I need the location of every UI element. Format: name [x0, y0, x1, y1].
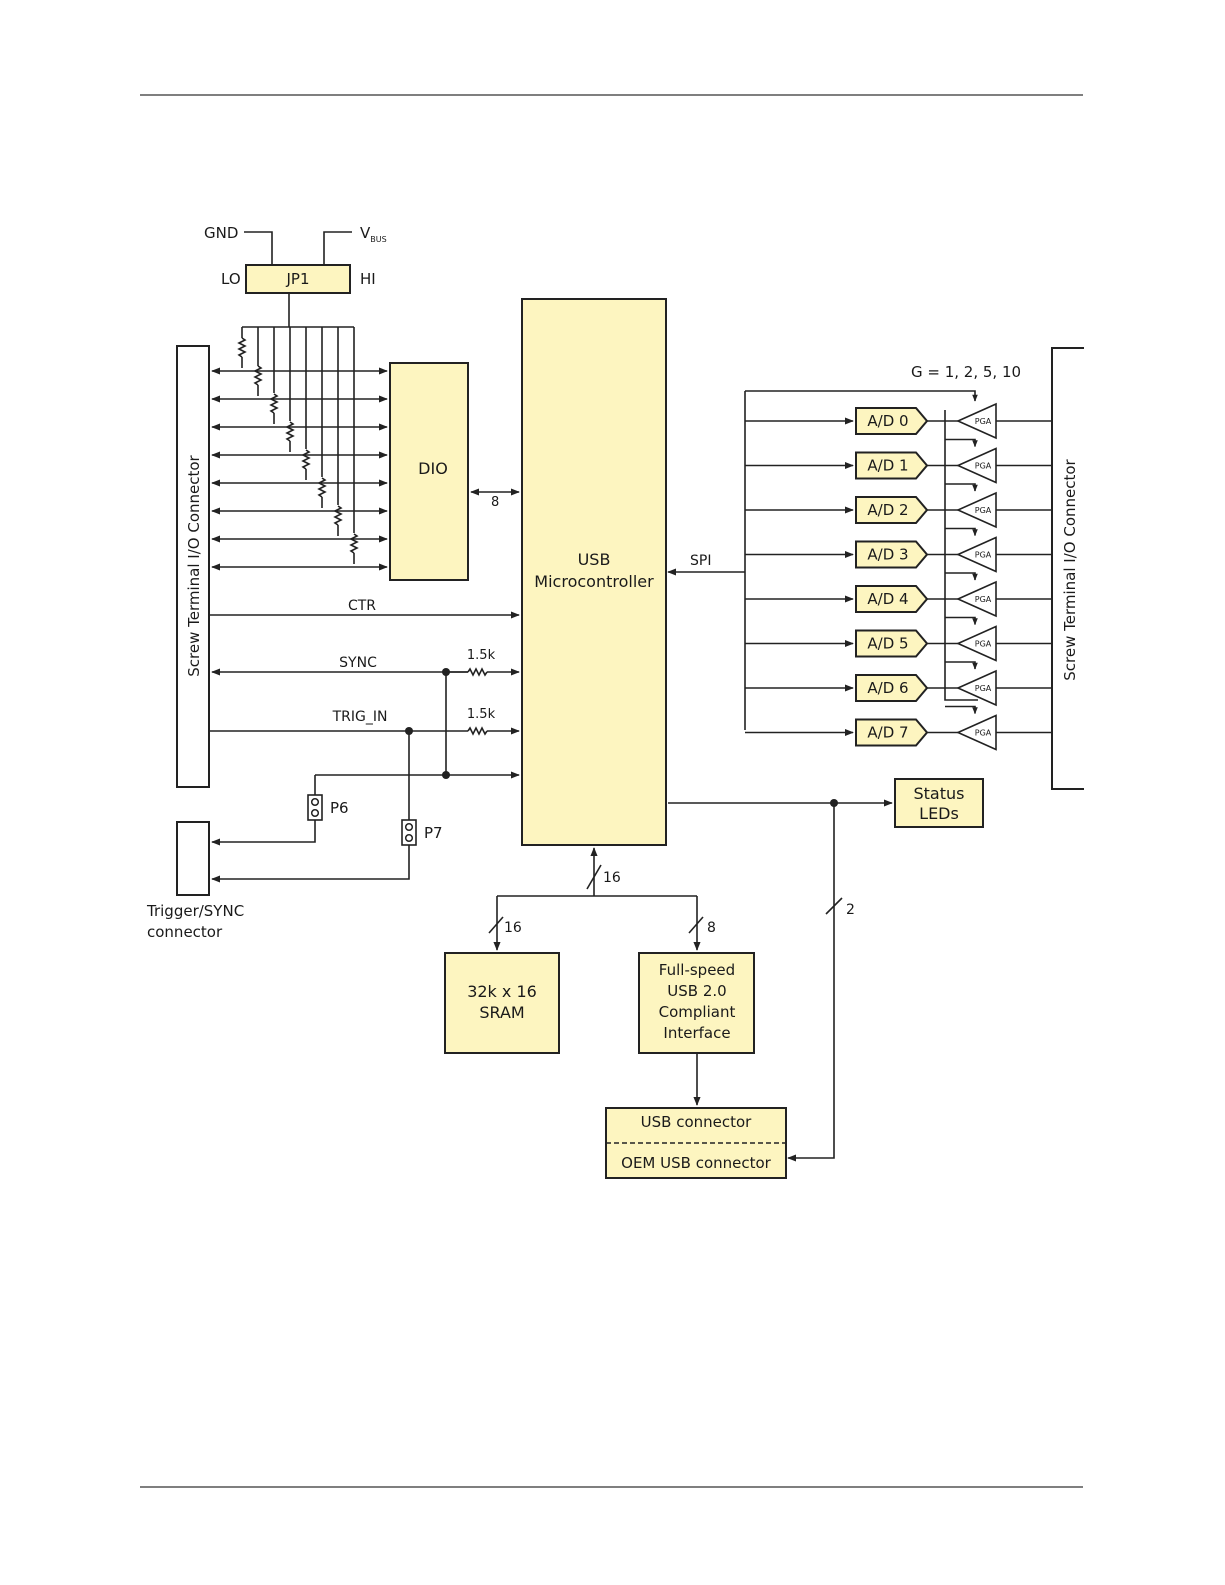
adc-channel: A/D 1 PGA — [745, 438, 1052, 484]
p7-jumper — [401, 819, 417, 846]
jp1-label: JP1 — [285, 270, 309, 288]
adc-block — [855, 496, 929, 524]
spi-label: SPI — [690, 553, 711, 569]
usb-interface-block — [638, 952, 755, 1054]
ctr-label: CTR — [348, 598, 376, 614]
usb-connector-label: USB connector — [641, 1113, 753, 1131]
lo-label: LO — [221, 270, 241, 288]
vbus-label: VBUS — [360, 224, 387, 244]
pga-label: PGA — [975, 684, 992, 693]
led-bus-width: 2 — [846, 902, 855, 918]
pullup-resistor — [237, 337, 247, 358]
sync-label: SYNC — [339, 655, 377, 671]
adc-channel: A/D 7 PGA — [745, 705, 1052, 751]
pullup-resistor — [333, 505, 343, 526]
p6-jumper — [307, 794, 323, 821]
adc-channel: A/D 5 PGA — [745, 616, 1052, 662]
dio-block — [389, 362, 469, 581]
adc-block — [855, 674, 929, 702]
trig-resistor — [467, 726, 488, 736]
adc-label: A/D 2 — [867, 501, 908, 519]
status-leds — [894, 778, 984, 828]
gain-label: G = 1, 2, 5, 10 — [911, 363, 1021, 381]
adc-channel: A/D 6 PGA — [745, 661, 1052, 707]
adc-channels: A/D 0 PGA A/D 1 PGA A/D 2 PGA A/D 3 PGA A/D 4 PGA… — [745, 402, 1052, 751]
jp1-box — [245, 264, 351, 294]
adc-label: A/D 1 — [867, 457, 908, 475]
usb-bus-width: 8 — [707, 920, 716, 936]
sram-bus-width: 16 — [504, 920, 522, 936]
adc-channel: A/D 3 PGA — [745, 527, 1052, 573]
pga-label: PGA — [975, 551, 992, 560]
usb-interface-label-2: USB 2.0 — [667, 982, 726, 1000]
pullup-resistor-network — [237, 326, 359, 564]
right-connector-label: Screw Terminal I/O Connector — [1061, 458, 1079, 680]
main-bus-width: 16 — [603, 870, 621, 886]
usb-microcontroller — [521, 298, 667, 846]
trigger-connector-label-2: connector — [147, 923, 223, 941]
usb-interface-label-4: Interface — [663, 1024, 730, 1042]
sram-label-2: SRAM — [479, 1003, 524, 1022]
pga-label: PGA — [975, 729, 992, 738]
adc-channel: A/D 4 PGA — [745, 572, 1052, 618]
usb-interface-label-3: Compliant — [659, 1003, 736, 1021]
pga-label: PGA — [975, 462, 992, 471]
pullup-resistor — [285, 421, 295, 442]
dio-label: DIO — [418, 459, 448, 478]
adc-channel: A/D 2 PGA — [745, 483, 1052, 529]
oem-led-bus — [787, 803, 835, 1162]
trigger-sync-connector — [176, 821, 210, 896]
usb-interface-label-1: Full-speed — [659, 961, 735, 979]
adc-label: A/D 3 — [867, 546, 908, 564]
pullup-resistor — [301, 449, 311, 470]
left-connector-label: Screw Terminal I/O Connector — [185, 454, 203, 676]
adc-block — [855, 585, 929, 613]
trigger-connector-label-1: Trigger/SYNC — [146, 902, 244, 920]
trig-resistor-label: 1.5k — [467, 707, 496, 722]
p7-label: P7 — [424, 824, 443, 842]
status-leds-label-2: LEDs — [919, 804, 959, 823]
pga-label: PGA — [975, 595, 992, 604]
adc-block — [855, 540, 929, 569]
adc-label: A/D 7 — [867, 724, 908, 742]
adc-block — [855, 407, 929, 435]
pga-label: PGA — [975, 640, 992, 649]
usb-mc-label-2: Microcontroller — [534, 572, 654, 591]
status-leds-label-1: Status — [914, 784, 965, 803]
left-screw-terminal — [176, 345, 210, 788]
adc-label: A/D 5 — [867, 635, 908, 653]
hi-label: HI — [360, 270, 376, 288]
trig-in-label: TRIG_IN — [332, 709, 388, 725]
dio-lines — [211, 367, 388, 571]
adc-block — [855, 451, 929, 480]
pga-label: PGA — [975, 417, 992, 426]
pullup-resistor — [253, 365, 263, 386]
pullup-resistor — [349, 533, 359, 554]
adc-label: A/D 0 — [867, 412, 908, 430]
pullup-resistor — [269, 393, 279, 414]
sram-label-1: 32k x 16 — [467, 982, 537, 1001]
jp1-jumper: GND VBUS JP1 LO HI — [204, 224, 387, 327]
pullup-resistor — [317, 477, 327, 498]
sync-resistor — [467, 667, 488, 677]
adc-block — [855, 718, 929, 747]
oem-usb-connector-label: OEM USB connector — [621, 1154, 772, 1172]
sync-resistor-label: 1.5k — [467, 648, 496, 663]
gnd-label: GND — [204, 224, 238, 242]
usb-mc-label-1: USB — [578, 550, 611, 569]
adc-label: A/D 4 — [867, 590, 908, 608]
p6-label: P6 — [330, 799, 349, 817]
dio-bus-width: 8 — [491, 495, 499, 510]
adc-label: A/D 6 — [867, 679, 908, 697]
adc-block — [855, 629, 929, 658]
adc-channel: A/D 0 PGA — [745, 402, 1052, 440]
sram-block — [444, 952, 560, 1054]
pga-label: PGA — [975, 506, 992, 515]
